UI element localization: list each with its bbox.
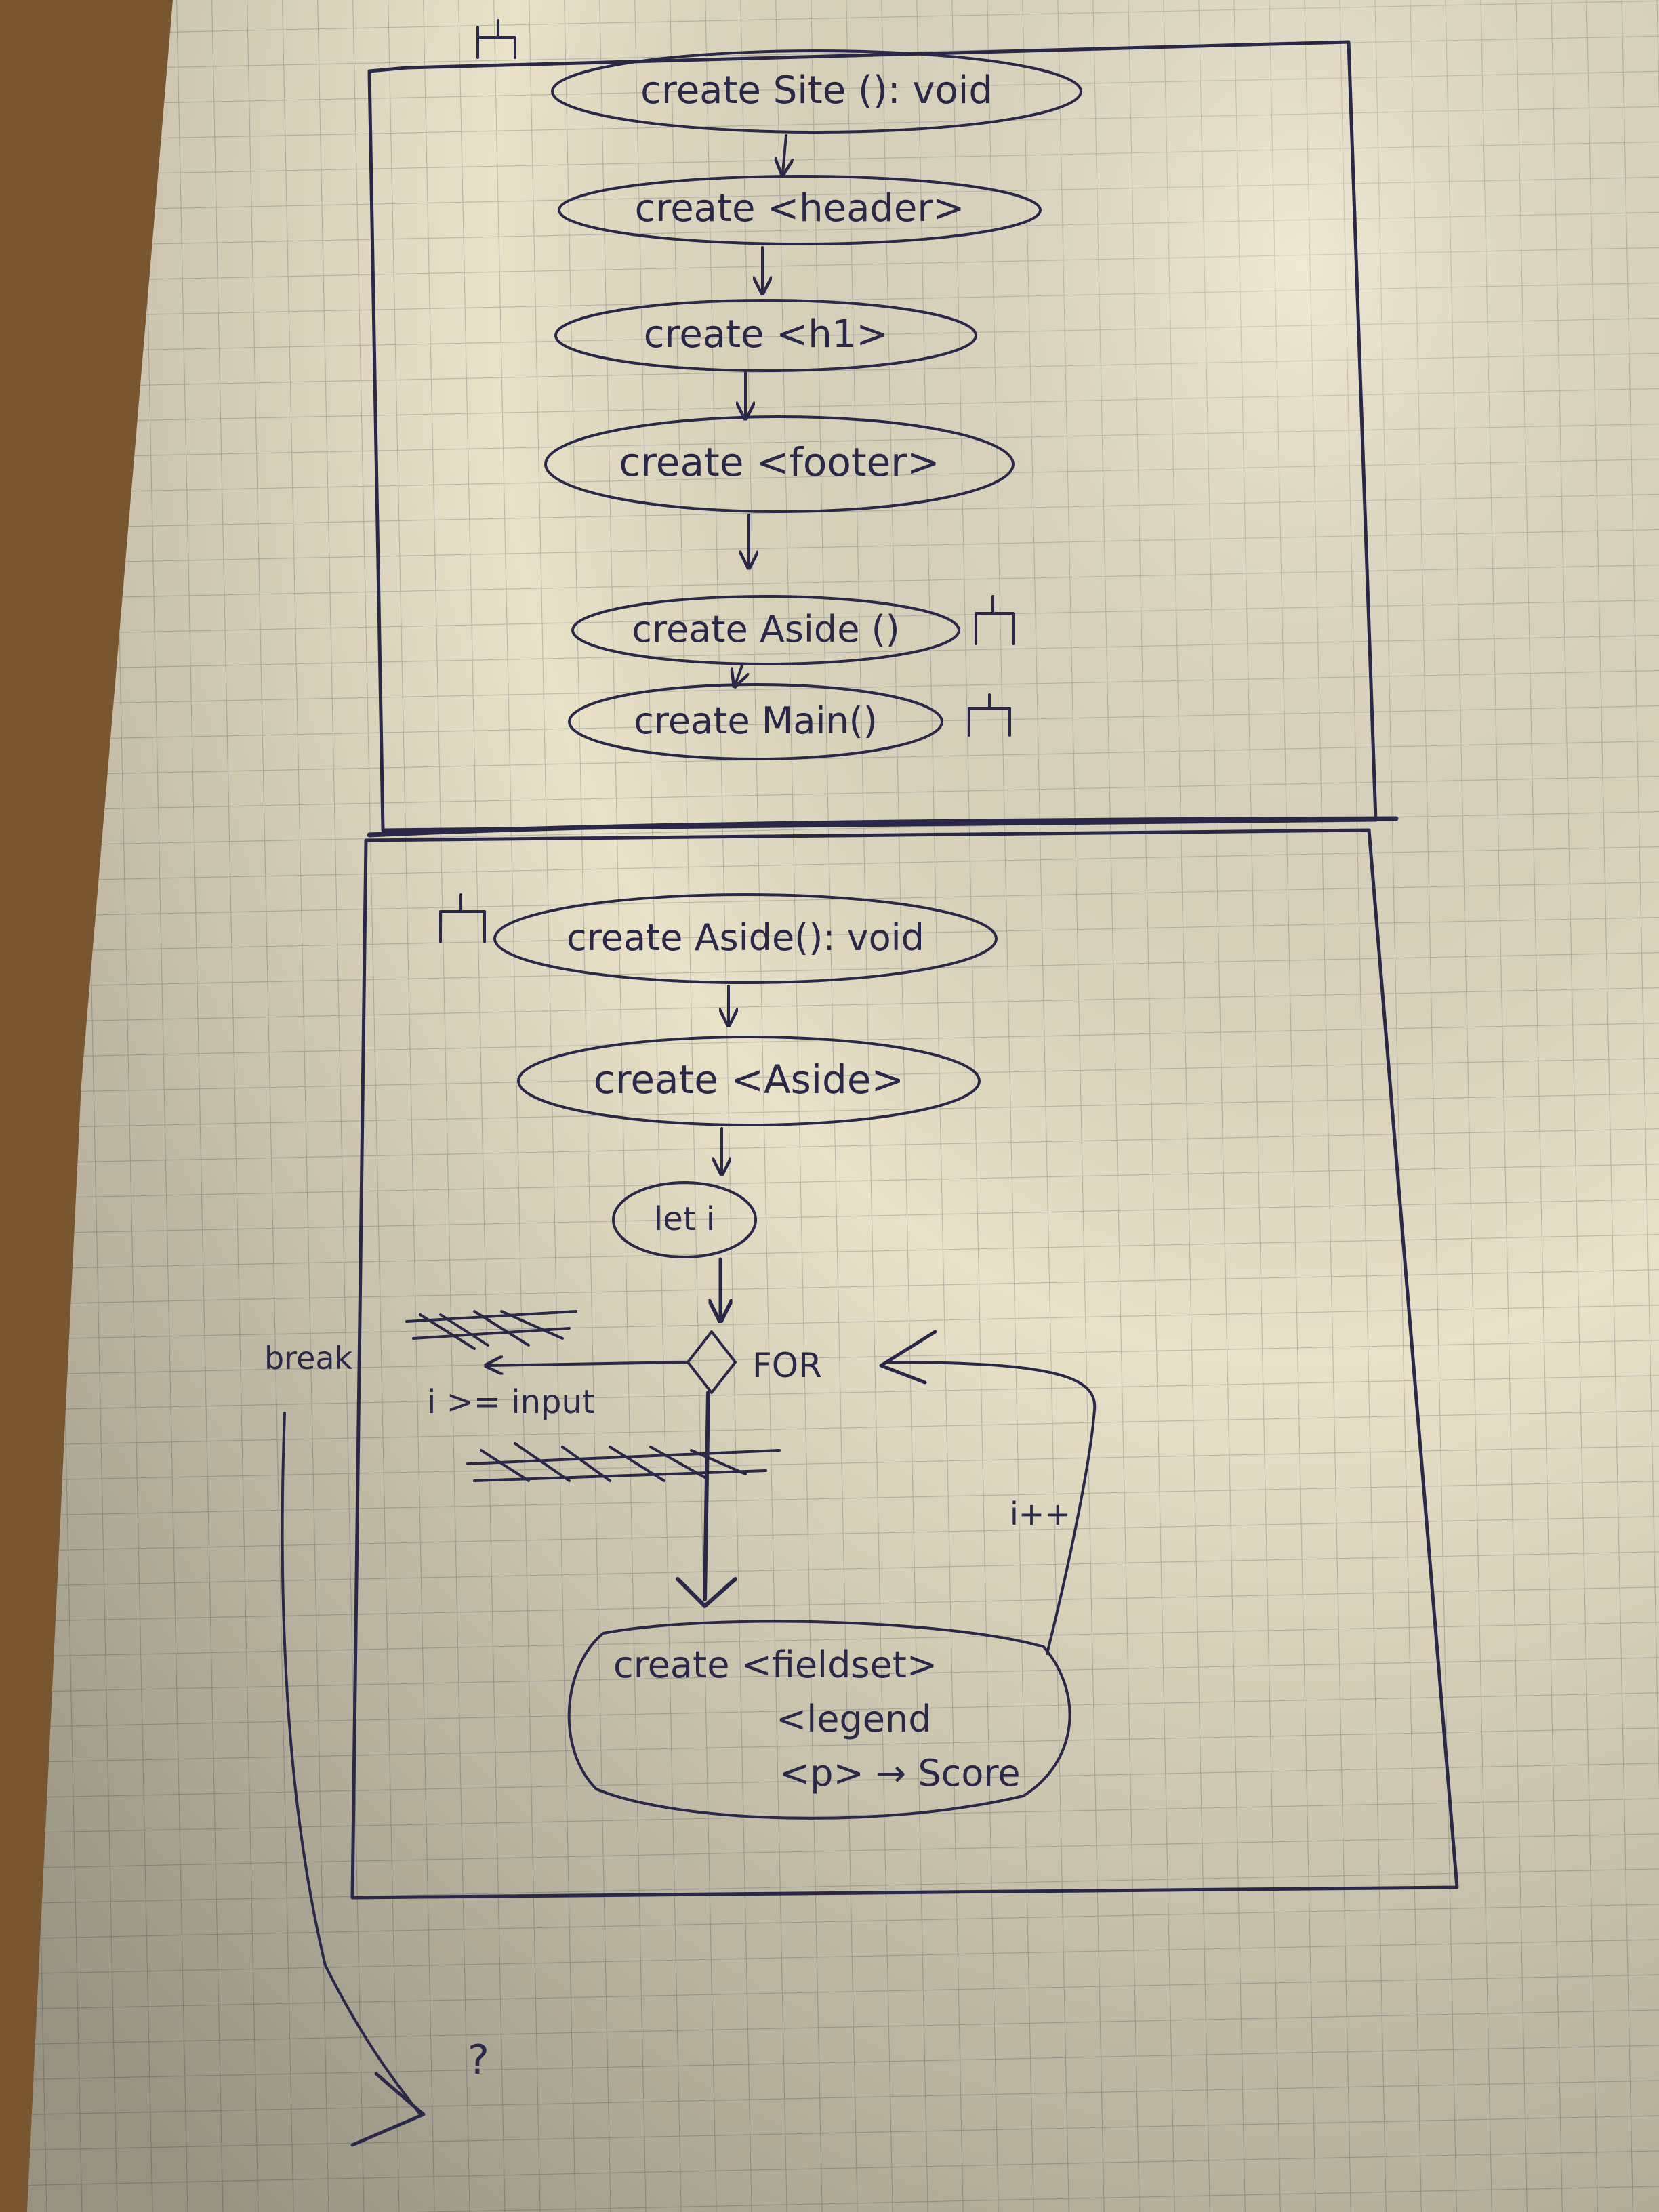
- section-divider: [367, 816, 1399, 838]
- node-label: create Main(): [634, 699, 878, 742]
- node-label: let i: [654, 1200, 715, 1238]
- flow-arrowhead: [676, 1577, 737, 1608]
- node-create-site: create Site (): void: [551, 49, 1082, 134]
- node-label: create <footer>: [619, 439, 939, 485]
- scribbled-out-text: [466, 1442, 781, 1482]
- node-label: create <h1>: [644, 312, 888, 356]
- increment-label: i++: [1010, 1496, 1071, 1532]
- break-arrow: [488, 1362, 689, 1366]
- bottom-section-frame: [350, 828, 1459, 1900]
- lighting-vignette: [27, 0, 1659, 2212]
- node-create-aside-el: create <Aside>: [517, 1036, 981, 1126]
- question-mark: ?: [468, 2036, 489, 2084]
- node-label: create <header>: [635, 186, 965, 230]
- fieldset-line: <p> → Score: [779, 1752, 1021, 1795]
- loop-back-arrowhead: [879, 1330, 937, 1385]
- call-symbol-icon: [476, 19, 516, 59]
- call-symbol-icon: [968, 693, 1011, 737]
- flow-arrow: [735, 664, 742, 684]
- node-fieldset: create <fieldset> <legend <p> → Score: [567, 1620, 1071, 1820]
- for-label: FOR: [752, 1346, 822, 1385]
- node-label: create Site (): void: [640, 68, 993, 112]
- scribbled-out-text: [405, 1310, 577, 1350]
- node-create-header: create <header>: [558, 175, 1042, 245]
- node-create-aside-call: create Aside (): [571, 595, 960, 665]
- break-exit-arrowhead: [350, 2072, 426, 2147]
- node-label: create <fieldset>: [613, 1643, 937, 1686]
- condition-label: i >= input: [427, 1383, 595, 1421]
- node-label: create Aside(): void: [567, 916, 924, 959]
- node-label: create <Aside>: [594, 1057, 904, 1103]
- break-exit-line: [281, 1412, 422, 2116]
- node-create-main-call: create Main(): [568, 683, 943, 760]
- decision-diamond: [687, 1330, 737, 1394]
- fieldset-line: <legend: [776, 1698, 931, 1740]
- flow-arrow: [783, 134, 786, 173]
- call-symbol-icon: [975, 595, 1015, 645]
- loop-back-line: [886, 1361, 1097, 1655]
- break-label: break: [264, 1340, 353, 1376]
- node-let-i: let i: [612, 1181, 757, 1258]
- call-symbol-icon: [439, 893, 486, 943]
- flow-arrow: [703, 1391, 710, 1601]
- node-create-h1: create <h1>: [554, 299, 977, 372]
- top-section-frame: [367, 40, 1378, 832]
- node-label: create Aside (): [632, 608, 899, 651]
- node-create-aside-def: create Aside(): void: [493, 893, 998, 984]
- node-create-footer: create <footer>: [544, 415, 1015, 513]
